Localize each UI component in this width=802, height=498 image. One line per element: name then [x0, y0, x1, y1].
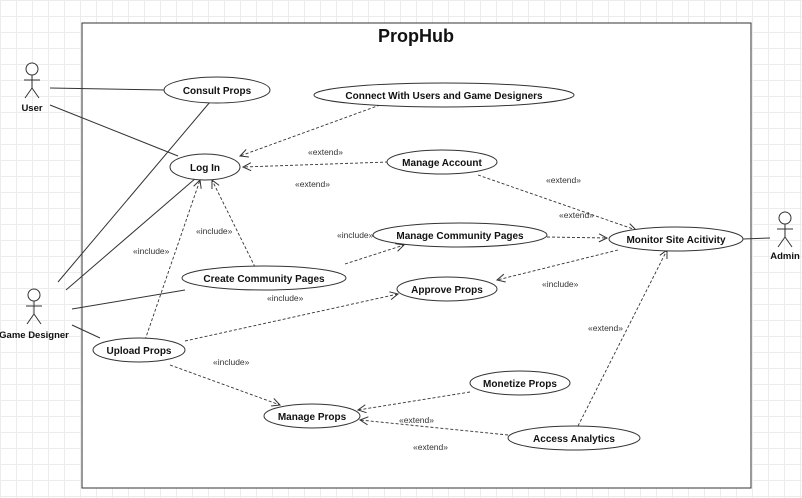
- actor-user-label: User: [21, 103, 42, 114]
- association-designer-consult-props: [57, 101, 211, 283]
- dep-upload-to-approve: [184, 294, 398, 342]
- stereo-extend-3: «extend»: [546, 175, 581, 185]
- stereo-include-1: «include»: [196, 226, 233, 236]
- use-case-manage-community[interactable]: Manage Community Pages: [372, 222, 548, 248]
- use-case-approve-props[interactable]: Approve Props: [396, 276, 498, 302]
- associations: [49, 87, 771, 339]
- use-case-monetize-props[interactable]: Monetize Props: [469, 370, 571, 396]
- actor-head-icon: [778, 211, 792, 225]
- actor-game-designer[interactable]: [26, 288, 42, 325]
- use-case-label: Monetize Props: [483, 379, 557, 390]
- dep-create-community-to-manage-community: [344, 245, 404, 265]
- use-case-label: Create Community Pages: [203, 274, 325, 285]
- stereo-include-4: «include»: [542, 279, 579, 289]
- stereo-extend-6: «extend»: [399, 415, 434, 425]
- association-admin-monitor-site: [742, 237, 771, 240]
- use-case-label: Monitor Site Acitivity: [626, 235, 726, 246]
- dep-analytics-to-monitor: [577, 250, 667, 427]
- use-case-label: Approve Props: [411, 285, 483, 296]
- stereo-include-5: «include»: [267, 293, 304, 303]
- association-user-log-in: [49, 104, 179, 157]
- dep-upload-to-manage-props: [169, 364, 280, 405]
- dep-manage-account-to-login: [243, 161, 389, 167]
- stereo-extend-2: «extend»: [295, 179, 330, 189]
- dep-upload-to-login: [144, 180, 200, 341]
- actor-admin-label: Admin: [770, 251, 800, 262]
- dependencies: [144, 104, 667, 436]
- association-designer-create-community: [71, 289, 186, 310]
- use-case-manage-props[interactable]: Manage Props: [263, 403, 361, 429]
- use-case-access-analytics[interactable]: Access Analytics: [507, 425, 641, 451]
- dep-monitor-to-approve: [497, 249, 619, 280]
- system-title: PropHub: [378, 26, 454, 46]
- use-case-log-in[interactable]: Log In: [169, 153, 241, 181]
- use-case-label: Connect With Users and Game Designers: [345, 91, 543, 102]
- association-designer-log-in: [65, 177, 197, 291]
- actor-head-icon: [27, 288, 41, 302]
- use-case-label: Manage Community Pages: [396, 231, 524, 242]
- use-case-manage-account[interactable]: Manage Account: [386, 149, 498, 175]
- stereo-extend-5: «extend»: [588, 323, 623, 333]
- association-user-consult-props: [49, 87, 166, 91]
- association-designer-upload-props: [71, 324, 101, 339]
- stereo-extend-1: «extend»: [308, 147, 343, 157]
- actor-admin[interactable]: [777, 211, 793, 248]
- use-case-consult-props[interactable]: Consult Props: [163, 76, 271, 104]
- stereo-include-3: «include»: [133, 246, 170, 256]
- use-case-label: Upload Props: [106, 346, 171, 357]
- dep-manage-account-to-monitor: [477, 174, 636, 230]
- use-case-label: Manage Props: [278, 412, 347, 423]
- actor-head-icon: [25, 62, 39, 76]
- actor-user[interactable]: [24, 62, 40, 99]
- use-case-label: Access Analytics: [533, 434, 615, 445]
- stereo-extend-7: «extend»: [413, 442, 448, 452]
- use-case-connect-users[interactable]: Connect With Users and Game Designers: [313, 82, 575, 108]
- stereo-include-6: «include»: [213, 357, 250, 367]
- dep-manage-community-to-monitor: [546, 237, 607, 238]
- use-case-upload-props[interactable]: Upload Props: [92, 337, 186, 363]
- dep-monetize-to-manage-props: [358, 391, 471, 410]
- use-case-label: Log In: [190, 163, 220, 174]
- dep-create-community-to-login: [212, 180, 256, 268]
- use-case-create-community[interactable]: Create Community Pages: [181, 265, 347, 291]
- stereotype-labels: «extend» «extend» «extend» «extend» «inc…: [133, 147, 623, 452]
- stereo-include-2: «include»: [337, 230, 374, 240]
- use-case-label: Consult Props: [183, 86, 252, 97]
- use-case-label: Manage Account: [402, 158, 482, 169]
- use-case-monitor-site[interactable]: Monitor Site Acitivity: [608, 226, 744, 252]
- actor-game-designer-label: Game Designer: [0, 330, 69, 341]
- stereo-extend-4: «extend»: [559, 210, 594, 220]
